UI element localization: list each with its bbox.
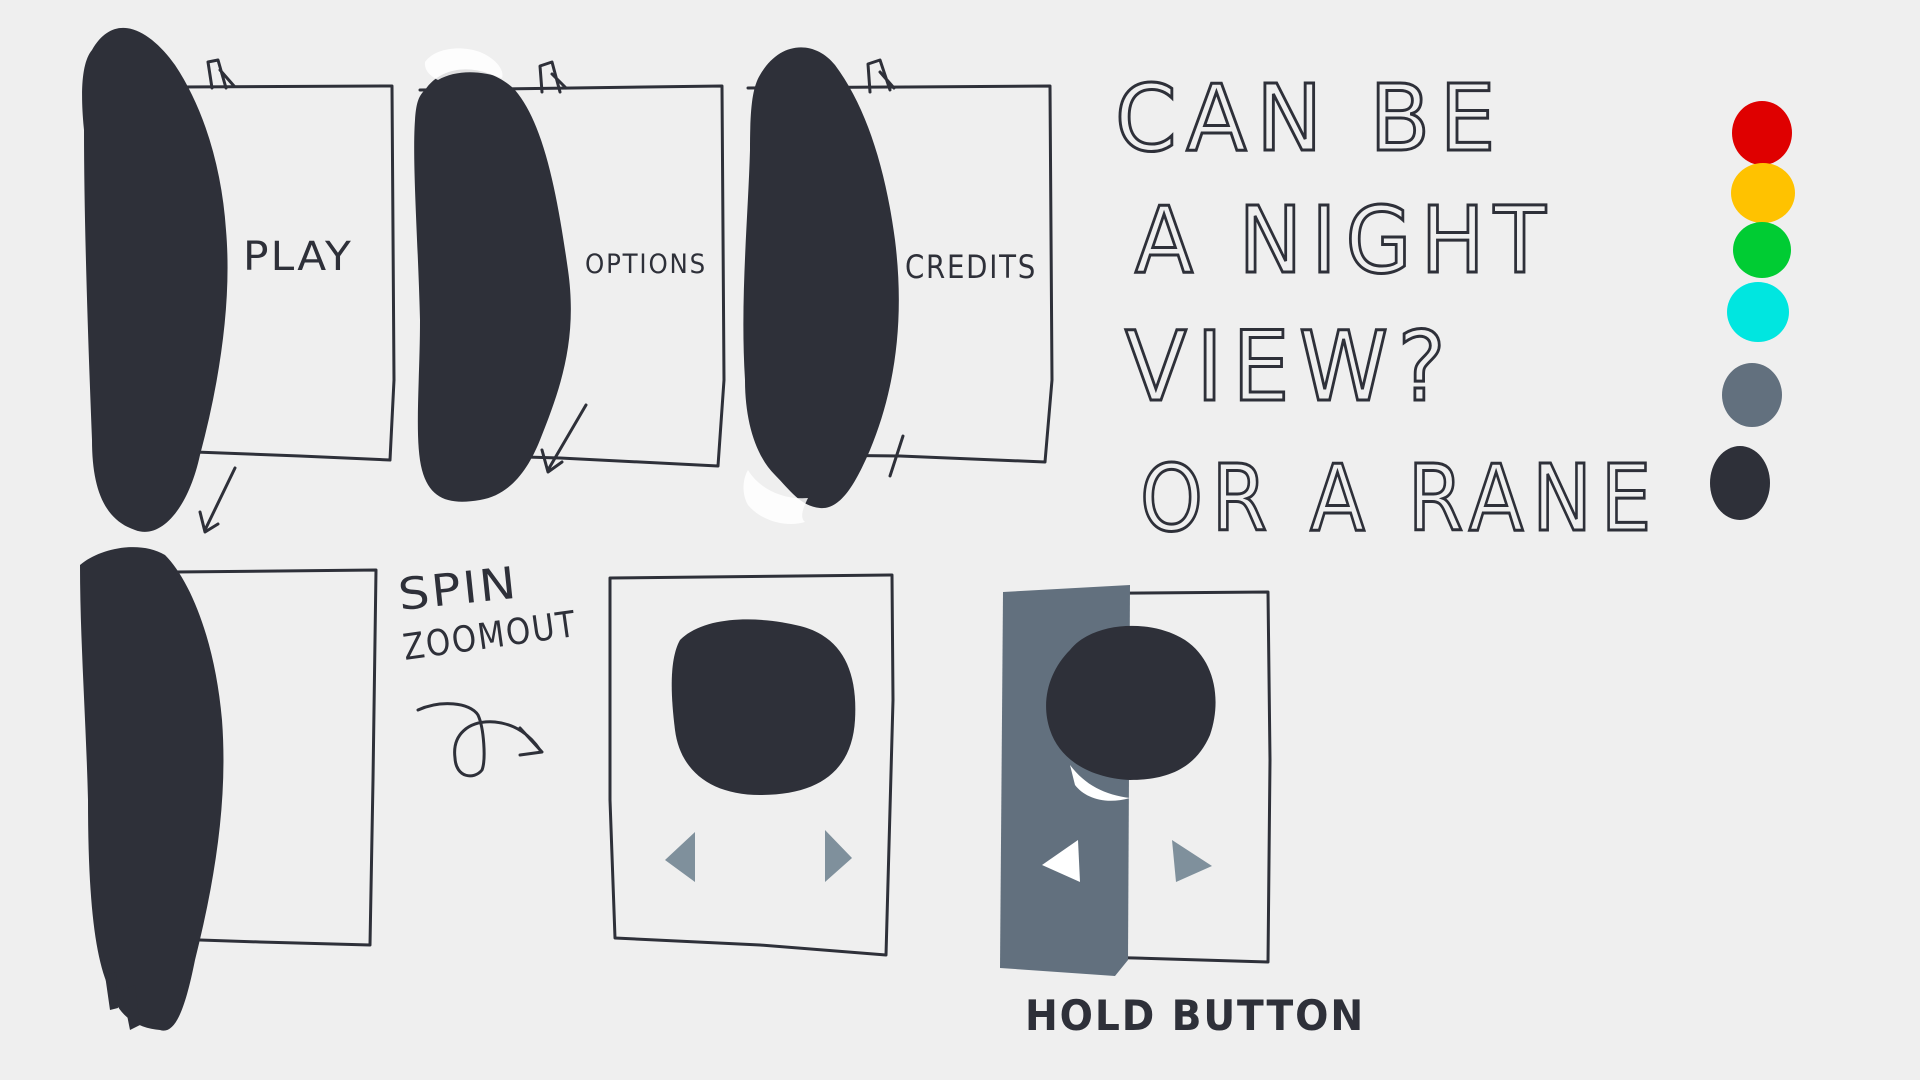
play-menu-frame: PLAY [82,27,396,534]
note-line-2: A NIGHT [1135,187,1555,294]
credits-planet-shadow [743,470,808,525]
options-planet-highlight [424,48,503,80]
zoomout-frame-outline [173,568,378,947]
credits-label: CREDITS [905,248,1037,286]
options-menu-frame: OPTIONS [414,48,726,502]
ball-frame-outline [608,573,895,957]
play-label: PLAY [243,234,353,280]
note-line-4: OR A RANE [1140,445,1660,552]
options-arrow-down-icon [540,403,588,474]
spin-arrow-icon [416,702,544,778]
play-planet-blob [82,27,228,532]
zoomout-drip [105,972,140,1030]
options-planet-blob [414,69,571,502]
swatch-yellow [1731,163,1795,223]
spin-note: SPIN ZOOMOUT [396,558,580,778]
credits-frame-outline [746,84,1054,464]
note-line-3: VIEW? [1125,311,1455,423]
zoomout-frame [80,547,378,1031]
options-arrow-up-icon [538,60,568,94]
ball-right-arrow-icon[interactable] [825,830,852,882]
side-notes: CAN BE A NIGHT VIEW? OR A RANE [1114,64,1660,554]
swatch-red [1732,101,1792,165]
hold-ball-planet [1046,625,1216,780]
credits-arrow-up-icon [866,58,896,94]
play-arrow-up-icon [206,58,236,90]
swatch-green [1733,222,1791,278]
credits-menu-frame: CREDITS [743,47,1054,525]
note-line-1: CAN BE [1115,65,1505,172]
hold-frame: HOLD BUTTON [1000,585,1365,1040]
credits-arrow-down-icon [888,434,905,478]
play-frame-outline [178,84,396,462]
zoomout-planet-blob [80,547,224,1031]
swatch-cyan [1727,282,1789,342]
spin-note-line-1: SPIN [396,558,521,621]
swatch-ink [1710,446,1770,520]
hold-right-arrow-icon[interactable] [1172,840,1212,882]
ball-planet [671,619,856,795]
ball-frame [608,573,895,957]
hold-ball-glint [1070,765,1130,801]
hold-left-arrow-icon[interactable] [1042,840,1080,882]
credits-planet-blob [743,47,899,509]
ball-left-arrow-icon[interactable] [665,832,695,882]
play-arrow-down-icon [198,466,237,534]
swatch-slate [1722,363,1782,427]
options-label: OPTIONS [585,249,707,280]
hold-button-label: HOLD BUTTON [1025,991,1365,1040]
color-palette [1710,101,1795,520]
